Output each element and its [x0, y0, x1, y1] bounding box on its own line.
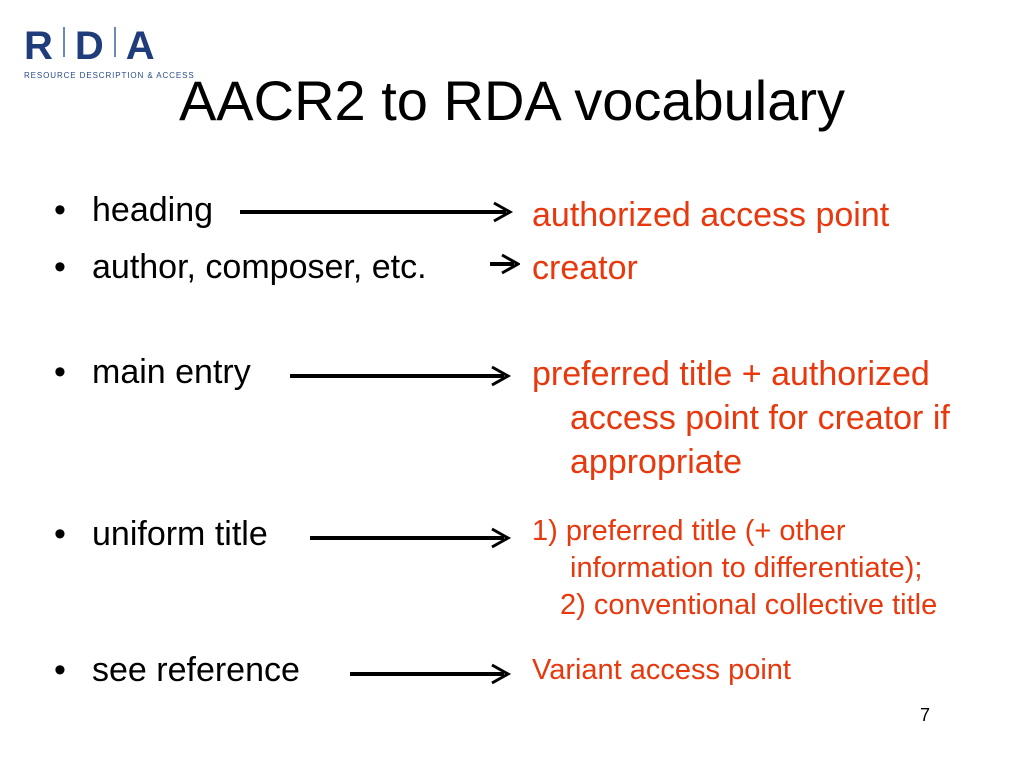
logo-separator: [113, 27, 116, 57]
arrow-icon: [310, 527, 512, 549]
arrow-icon: [490, 253, 520, 275]
bullet-item-main-entry: • main entry: [54, 352, 251, 392]
logo-separator: [62, 27, 65, 57]
slide-title: AACR2 to RDA vocabulary: [178, 69, 846, 132]
term-label: author, composer, etc.: [92, 248, 427, 286]
bullet-item-see-reference: • see reference: [54, 650, 300, 690]
term-label: uniform title: [92, 515, 268, 553]
page-number: 7: [920, 705, 931, 725]
bullet-dot: •: [54, 651, 66, 689]
logo-letter-a: A: [125, 24, 155, 68]
bullet-item-heading: • heading: [54, 190, 213, 230]
arrow-icon: [240, 201, 514, 223]
logo-letter-r: R: [24, 24, 53, 68]
bullet-item-author: • author, composer, etc.: [54, 247, 427, 287]
target-uniform-title-line3: 2) conventional collective title: [560, 589, 938, 621]
target-authorized-access-point: authorized access point: [532, 196, 890, 234]
bullet-dot: •: [54, 353, 66, 391]
arrow-icon: [350, 663, 512, 685]
target-uniform-title-line2: information to differentiate);: [570, 552, 923, 584]
target-main-entry-line3: appropriate: [570, 443, 743, 481]
logo-letter-d: D: [74, 24, 104, 68]
term-label: main entry: [92, 353, 251, 391]
target-main-entry-line1: preferred title + authorized: [532, 355, 930, 393]
bullet-item-uniform-title: • uniform title: [54, 514, 268, 554]
target-main-entry-line2: access point for creator if: [570, 399, 950, 437]
bullet-dot: •: [54, 191, 66, 229]
bullet-dot: •: [54, 248, 66, 286]
term-label: heading: [92, 191, 214, 229]
target-uniform-title-line1: 1) preferred title (+ other: [532, 515, 846, 547]
logo-tagline: RESOURCE DESCRIPTION & ACCESS: [24, 71, 195, 80]
bullet-dot: •: [54, 515, 66, 553]
target-creator: creator: [532, 249, 638, 287]
target-variant-access-point: Variant access point: [532, 654, 791, 686]
term-label: see reference: [92, 651, 300, 689]
arrow-icon: [290, 365, 512, 387]
